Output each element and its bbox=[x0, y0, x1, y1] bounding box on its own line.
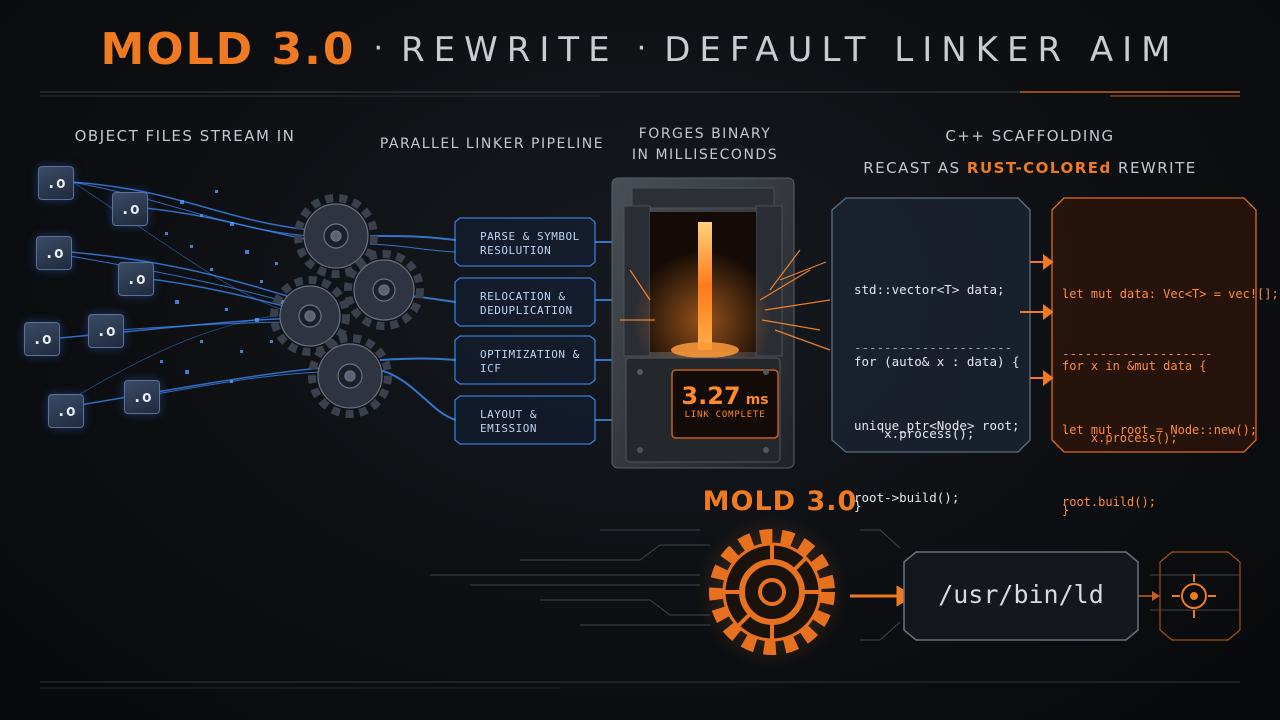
heading-object-files: OBJECT FILES STREAM IN bbox=[74, 127, 296, 145]
rust-code-block1: let mut data: Vec<T> = vec![]; for x in … bbox=[1062, 234, 1279, 570]
cpp-code-block1: std::vector<T> data; for (auto& x : data… bbox=[854, 230, 1020, 566]
code-line: root->build(); bbox=[854, 490, 960, 505]
forge-sparks bbox=[620, 249, 831, 351]
code-line: for x in &mut data { bbox=[1062, 359, 1207, 373]
heading-forge-line1: FORGES BINARY bbox=[638, 126, 772, 142]
code-line: std::vector<T> data; bbox=[854, 282, 1005, 297]
object-file-streams bbox=[59, 179, 321, 406]
pipeline-gears bbox=[270, 194, 424, 418]
title-separator: · bbox=[636, 31, 647, 66]
pipeline-stage-line: ICF bbox=[480, 362, 502, 375]
code-line: } bbox=[1062, 503, 1070, 517]
heading-forge-line2: IN MILLISECONDS bbox=[631, 147, 779, 163]
header-rules bbox=[40, 91, 1240, 689]
title-main: MOLD 3.0 bbox=[100, 24, 356, 75]
rust-panel bbox=[1051, 197, 1257, 453]
title-separator: · bbox=[373, 31, 384, 66]
target-frame bbox=[1159, 551, 1241, 641]
cpp-code-block2: unique_ptr<Node> root; root->build(); bbox=[854, 366, 1020, 558]
heading-scaffold-line1: C++ SCAFFOLDING bbox=[945, 127, 1115, 145]
object-file: .o bbox=[48, 394, 84, 428]
object-file: .o bbox=[36, 236, 72, 270]
gear-icon bbox=[696, 516, 848, 668]
object-file: .o bbox=[88, 314, 124, 348]
object-file: .o bbox=[38, 166, 74, 200]
pipeline-stage-line: OPTIMIZATION & bbox=[480, 348, 580, 361]
code-line: } bbox=[854, 498, 862, 513]
rust-code-block2: let mut root = Node::new(); root.build()… bbox=[1062, 370, 1257, 562]
pipeline-stage-optimization: OPTIMIZATION & ICF bbox=[480, 348, 620, 376]
pipeline-stage-line: DEDUPLICATION bbox=[480, 304, 573, 317]
cpp-divider: --------------------- bbox=[854, 340, 1013, 355]
rust-divider: -------------------- bbox=[1062, 346, 1213, 361]
title-aim: DEFAULT LINKER AIM bbox=[664, 30, 1180, 70]
code-line: root.build(); bbox=[1062, 495, 1156, 509]
heading-scaffold-line2: RECAST AS RUST-COLOREd REWRITE bbox=[860, 158, 1200, 179]
code-line: x.process(); bbox=[854, 426, 975, 441]
link-time-value: 3.27 bbox=[681, 382, 741, 410]
title-rewrite: REWRITE bbox=[401, 30, 619, 70]
target-path: /usr/bin/ld bbox=[938, 580, 1104, 609]
pipeline-stage-layout: LAYOUT & EMISSION bbox=[480, 408, 620, 436]
ld-box bbox=[903, 551, 1139, 641]
heading-scaffold-highlight: RUST-COLOREd bbox=[966, 159, 1112, 177]
mold-label: MOLD 3.0 bbox=[702, 486, 858, 517]
heading-scaffold-post: REWRITE bbox=[1118, 159, 1197, 177]
data-particles bbox=[160, 190, 284, 383]
forge bbox=[611, 177, 795, 469]
code-line: unique_ptr<Node> root; bbox=[854, 418, 1020, 433]
pipeline-stage-relocation: RELOCATION & DEDUPLICATION bbox=[480, 290, 620, 318]
heading-scaffold-pre: RECAST AS bbox=[863, 159, 961, 177]
link-status: LINK COMPLETE bbox=[684, 410, 766, 420]
code-line: x.process(); bbox=[1062, 431, 1178, 445]
pipeline-stage-line: RELOCATION & bbox=[480, 290, 566, 303]
object-file: .o bbox=[112, 192, 148, 226]
pipeline-stage-line: LAYOUT & bbox=[480, 408, 537, 421]
page-title: MOLD 3.0 · REWRITE · DEFAULT LINKER AIM bbox=[0, 24, 1280, 75]
pipeline-stage-line: EMISSION bbox=[480, 422, 537, 435]
heading-pipeline: PARALLEL LINKER PIPELINE bbox=[379, 136, 605, 152]
circuit-lines bbox=[430, 529, 1240, 641]
forge-readout: 3.27 ms LINK COMPLETE bbox=[678, 376, 772, 436]
code-line: let mut root = Node::new(); bbox=[1062, 423, 1258, 437]
heading-forge: FORGES BINARY IN MILLISECONDS bbox=[630, 124, 780, 166]
pipeline-stage-line: PARSE & SYMBOL bbox=[480, 230, 580, 243]
crosshair-icon bbox=[1172, 574, 1216, 618]
pipeline-frames bbox=[454, 217, 596, 445]
object-file: .o bbox=[118, 262, 154, 296]
heading-scaffold: C++ SCAFFOLDING RECAST AS RUST-COLOREd R… bbox=[860, 126, 1200, 179]
link-time-unit: ms bbox=[745, 392, 769, 408]
cpp-panel bbox=[831, 197, 1031, 453]
arrow-right-icon bbox=[1020, 254, 1054, 386]
pipeline-stage-line: RESOLUTION bbox=[480, 244, 552, 257]
code-line: for (auto& x : data) { bbox=[854, 354, 1020, 369]
object-file: .o bbox=[124, 380, 160, 414]
object-file: .o bbox=[24, 322, 60, 356]
code-line: let mut data: Vec<T> = vec![]; bbox=[1062, 287, 1279, 301]
pipeline-stage-parse: PARSE & SYMBOL RESOLUTION bbox=[480, 230, 620, 258]
